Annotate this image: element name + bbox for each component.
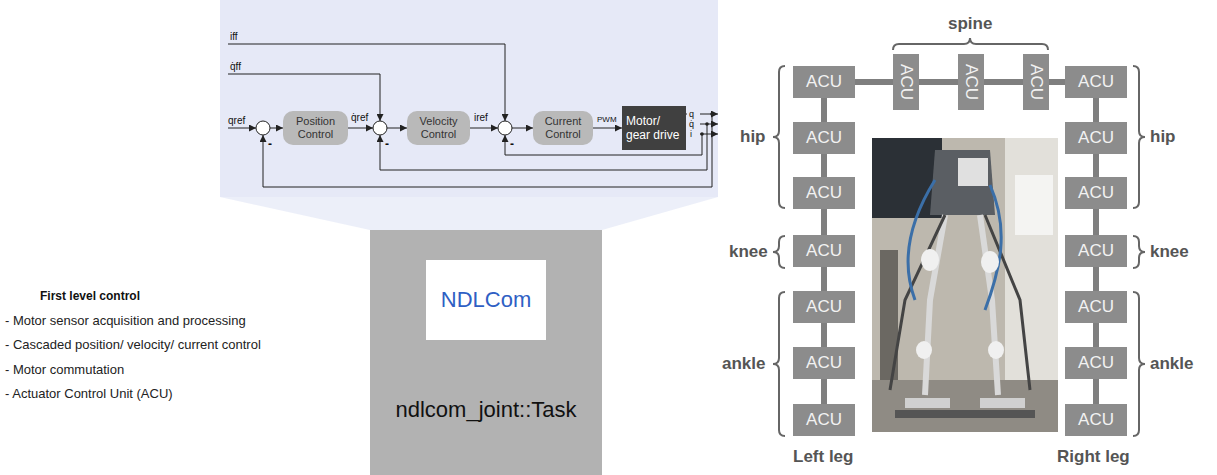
node-text: NDLCom bbox=[441, 287, 531, 313]
list-item: - Actuator Control Unit (ACU) bbox=[5, 386, 173, 402]
acu-box: ACU bbox=[1065, 122, 1127, 154]
acu-box: ACU bbox=[793, 347, 855, 379]
acu-box: ACU bbox=[958, 54, 984, 110]
group-label: ankle bbox=[722, 354, 765, 374]
logo-box: NDLCom bbox=[426, 260, 546, 340]
bus-link bbox=[1093, 209, 1099, 235]
node-text: Velocity Control bbox=[411, 115, 466, 141]
node-text: ACU bbox=[806, 410, 842, 430]
signal-label: q̇ bbox=[689, 118, 694, 130]
node-text: ACU bbox=[1078, 297, 1114, 317]
group-label: ankle bbox=[1150, 354, 1193, 374]
acu-box: ACU bbox=[793, 235, 855, 267]
bus-link bbox=[821, 379, 827, 404]
group-label: Right leg bbox=[1057, 447, 1130, 467]
signal-label: iref bbox=[474, 112, 488, 124]
signal-label: i bbox=[690, 128, 692, 140]
bus-link bbox=[1093, 323, 1099, 347]
bus-link bbox=[919, 79, 958, 85]
signal-label: PWM bbox=[597, 115, 617, 125]
acu-box: ACU bbox=[793, 177, 855, 209]
signal-arrow bbox=[593, 128, 622, 129]
group-label: Left leg bbox=[793, 447, 853, 467]
acu-box: ACU bbox=[893, 54, 919, 110]
node-text: Position Control bbox=[287, 115, 344, 141]
sign-label: - bbox=[510, 137, 514, 152]
node-text: ACU bbox=[806, 72, 842, 92]
motor-block: Motor/ gear drive bbox=[622, 106, 686, 150]
acu-box: ACU bbox=[1065, 235, 1127, 267]
sign-label: - bbox=[385, 137, 389, 152]
bus-link bbox=[1093, 379, 1099, 404]
group-label: hip bbox=[740, 127, 766, 147]
bus-link bbox=[821, 209, 827, 235]
node-text: ACU bbox=[806, 241, 842, 261]
group-label: spine bbox=[948, 14, 992, 34]
signal-label: iff bbox=[230, 30, 238, 43]
node-text: ACU bbox=[1078, 72, 1114, 92]
acu-box: ACU bbox=[1065, 347, 1127, 379]
node-text: ndlcom_joint::Task bbox=[396, 397, 577, 423]
bus-link bbox=[1093, 98, 1099, 122]
bus-link bbox=[1093, 154, 1099, 177]
acu-box: ACU bbox=[1065, 66, 1127, 98]
group-label: knee bbox=[1150, 242, 1189, 262]
node-text: ACU bbox=[961, 64, 981, 100]
control-panel bbox=[220, 0, 718, 197]
signal-label: q bbox=[689, 108, 694, 120]
bracket bbox=[773, 38, 1145, 436]
node-text: Motor/ gear drive bbox=[626, 114, 682, 142]
list-item: - Motor commutation bbox=[5, 362, 124, 378]
bus-link bbox=[821, 267, 827, 291]
acu-box: ACU bbox=[1065, 404, 1127, 436]
list-item: - Motor sensor acquisition and processin… bbox=[5, 313, 246, 329]
bus-link bbox=[821, 323, 827, 347]
node-text: ACU bbox=[1078, 353, 1114, 373]
task-box: ndlcom_joint::Task NDLCom bbox=[370, 230, 602, 475]
acu-box: ACU bbox=[793, 404, 855, 436]
acu-box: ACU bbox=[1065, 177, 1127, 209]
bus-link bbox=[1049, 79, 1065, 85]
signal-label: qref bbox=[228, 114, 245, 127]
signal-label: q̇ff bbox=[230, 60, 241, 73]
acu-box: ACU bbox=[793, 122, 855, 154]
zoom-wedge bbox=[220, 197, 718, 230]
acu-box: ACU bbox=[1065, 291, 1127, 323]
bus-link bbox=[821, 98, 827, 122]
acu-box: ACU bbox=[793, 66, 855, 98]
control-block: Position Control bbox=[283, 111, 348, 145]
bus-link bbox=[984, 79, 1023, 85]
control-block: Current Control bbox=[533, 111, 593, 145]
acu-box: ACU bbox=[793, 291, 855, 323]
group-label: hip bbox=[1150, 127, 1176, 147]
node-text: ACU bbox=[806, 353, 842, 373]
signal-label: q̇ref bbox=[351, 112, 368, 124]
node-text: ACU bbox=[896, 64, 916, 100]
node-text: ACU bbox=[1078, 183, 1114, 203]
list-item: - Cascaded position/ velocity/ current c… bbox=[5, 337, 261, 353]
robot-photo bbox=[872, 138, 1058, 432]
node-text: ACU bbox=[1078, 128, 1114, 148]
group-label: knee bbox=[729, 242, 768, 262]
signal-wires bbox=[228, 44, 718, 187]
sign-label: - bbox=[268, 137, 272, 152]
node-text: Current Control bbox=[537, 115, 589, 141]
bus-link bbox=[855, 79, 893, 85]
node-text: ACU bbox=[1078, 241, 1114, 261]
node-text: ACU bbox=[1078, 410, 1114, 430]
node-text: ACU bbox=[806, 183, 842, 203]
control-block: Velocity Control bbox=[407, 111, 470, 145]
bus-link bbox=[1093, 267, 1099, 291]
acu-box: ACU bbox=[1023, 54, 1049, 110]
list-heading: First level control bbox=[40, 289, 140, 304]
bus-link bbox=[821, 154, 827, 177]
node-text: ACU bbox=[806, 297, 842, 317]
node-text: ACU bbox=[806, 128, 842, 148]
node-text: ACU bbox=[1026, 64, 1046, 100]
